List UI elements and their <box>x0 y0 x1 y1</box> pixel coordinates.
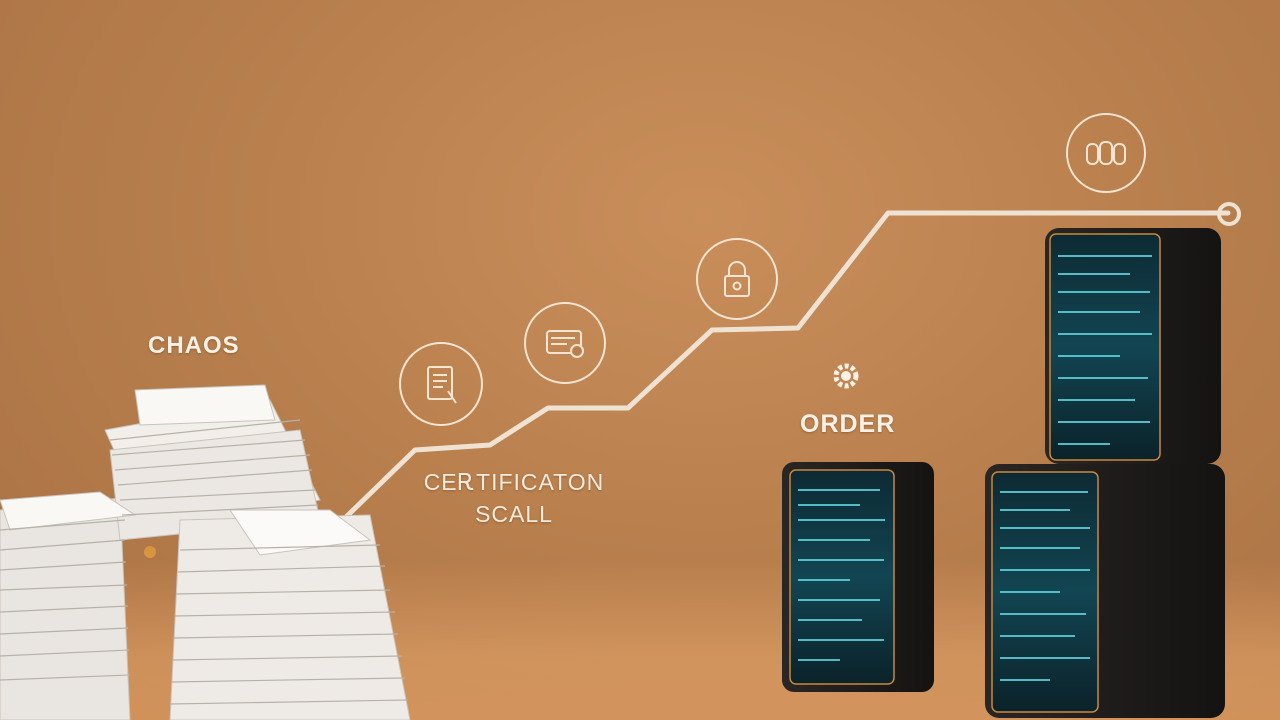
certification-label-line1: CEᎡTIFICATON <box>423 469 605 495</box>
team-icon <box>1066 113 1146 193</box>
growth-line <box>342 210 1231 521</box>
server-large-bottom <box>985 464 1225 718</box>
lock-icon <box>696 238 778 320</box>
chaos-label: CHAOS <box>148 332 240 359</box>
server-large-top <box>1045 228 1221 464</box>
gear-icon <box>830 360 862 392</box>
certification-label-line2: SCALL <box>475 501 553 527</box>
card-icon <box>524 302 606 384</box>
certification-label: CEᎡTIFICATON SCALL <box>422 466 606 530</box>
server-small <box>782 462 934 692</box>
line-end-marker <box>1217 202 1241 226</box>
order-label: ORDER <box>800 410 896 438</box>
paper-stacks <box>0 384 411 720</box>
document-icon <box>399 342 483 426</box>
